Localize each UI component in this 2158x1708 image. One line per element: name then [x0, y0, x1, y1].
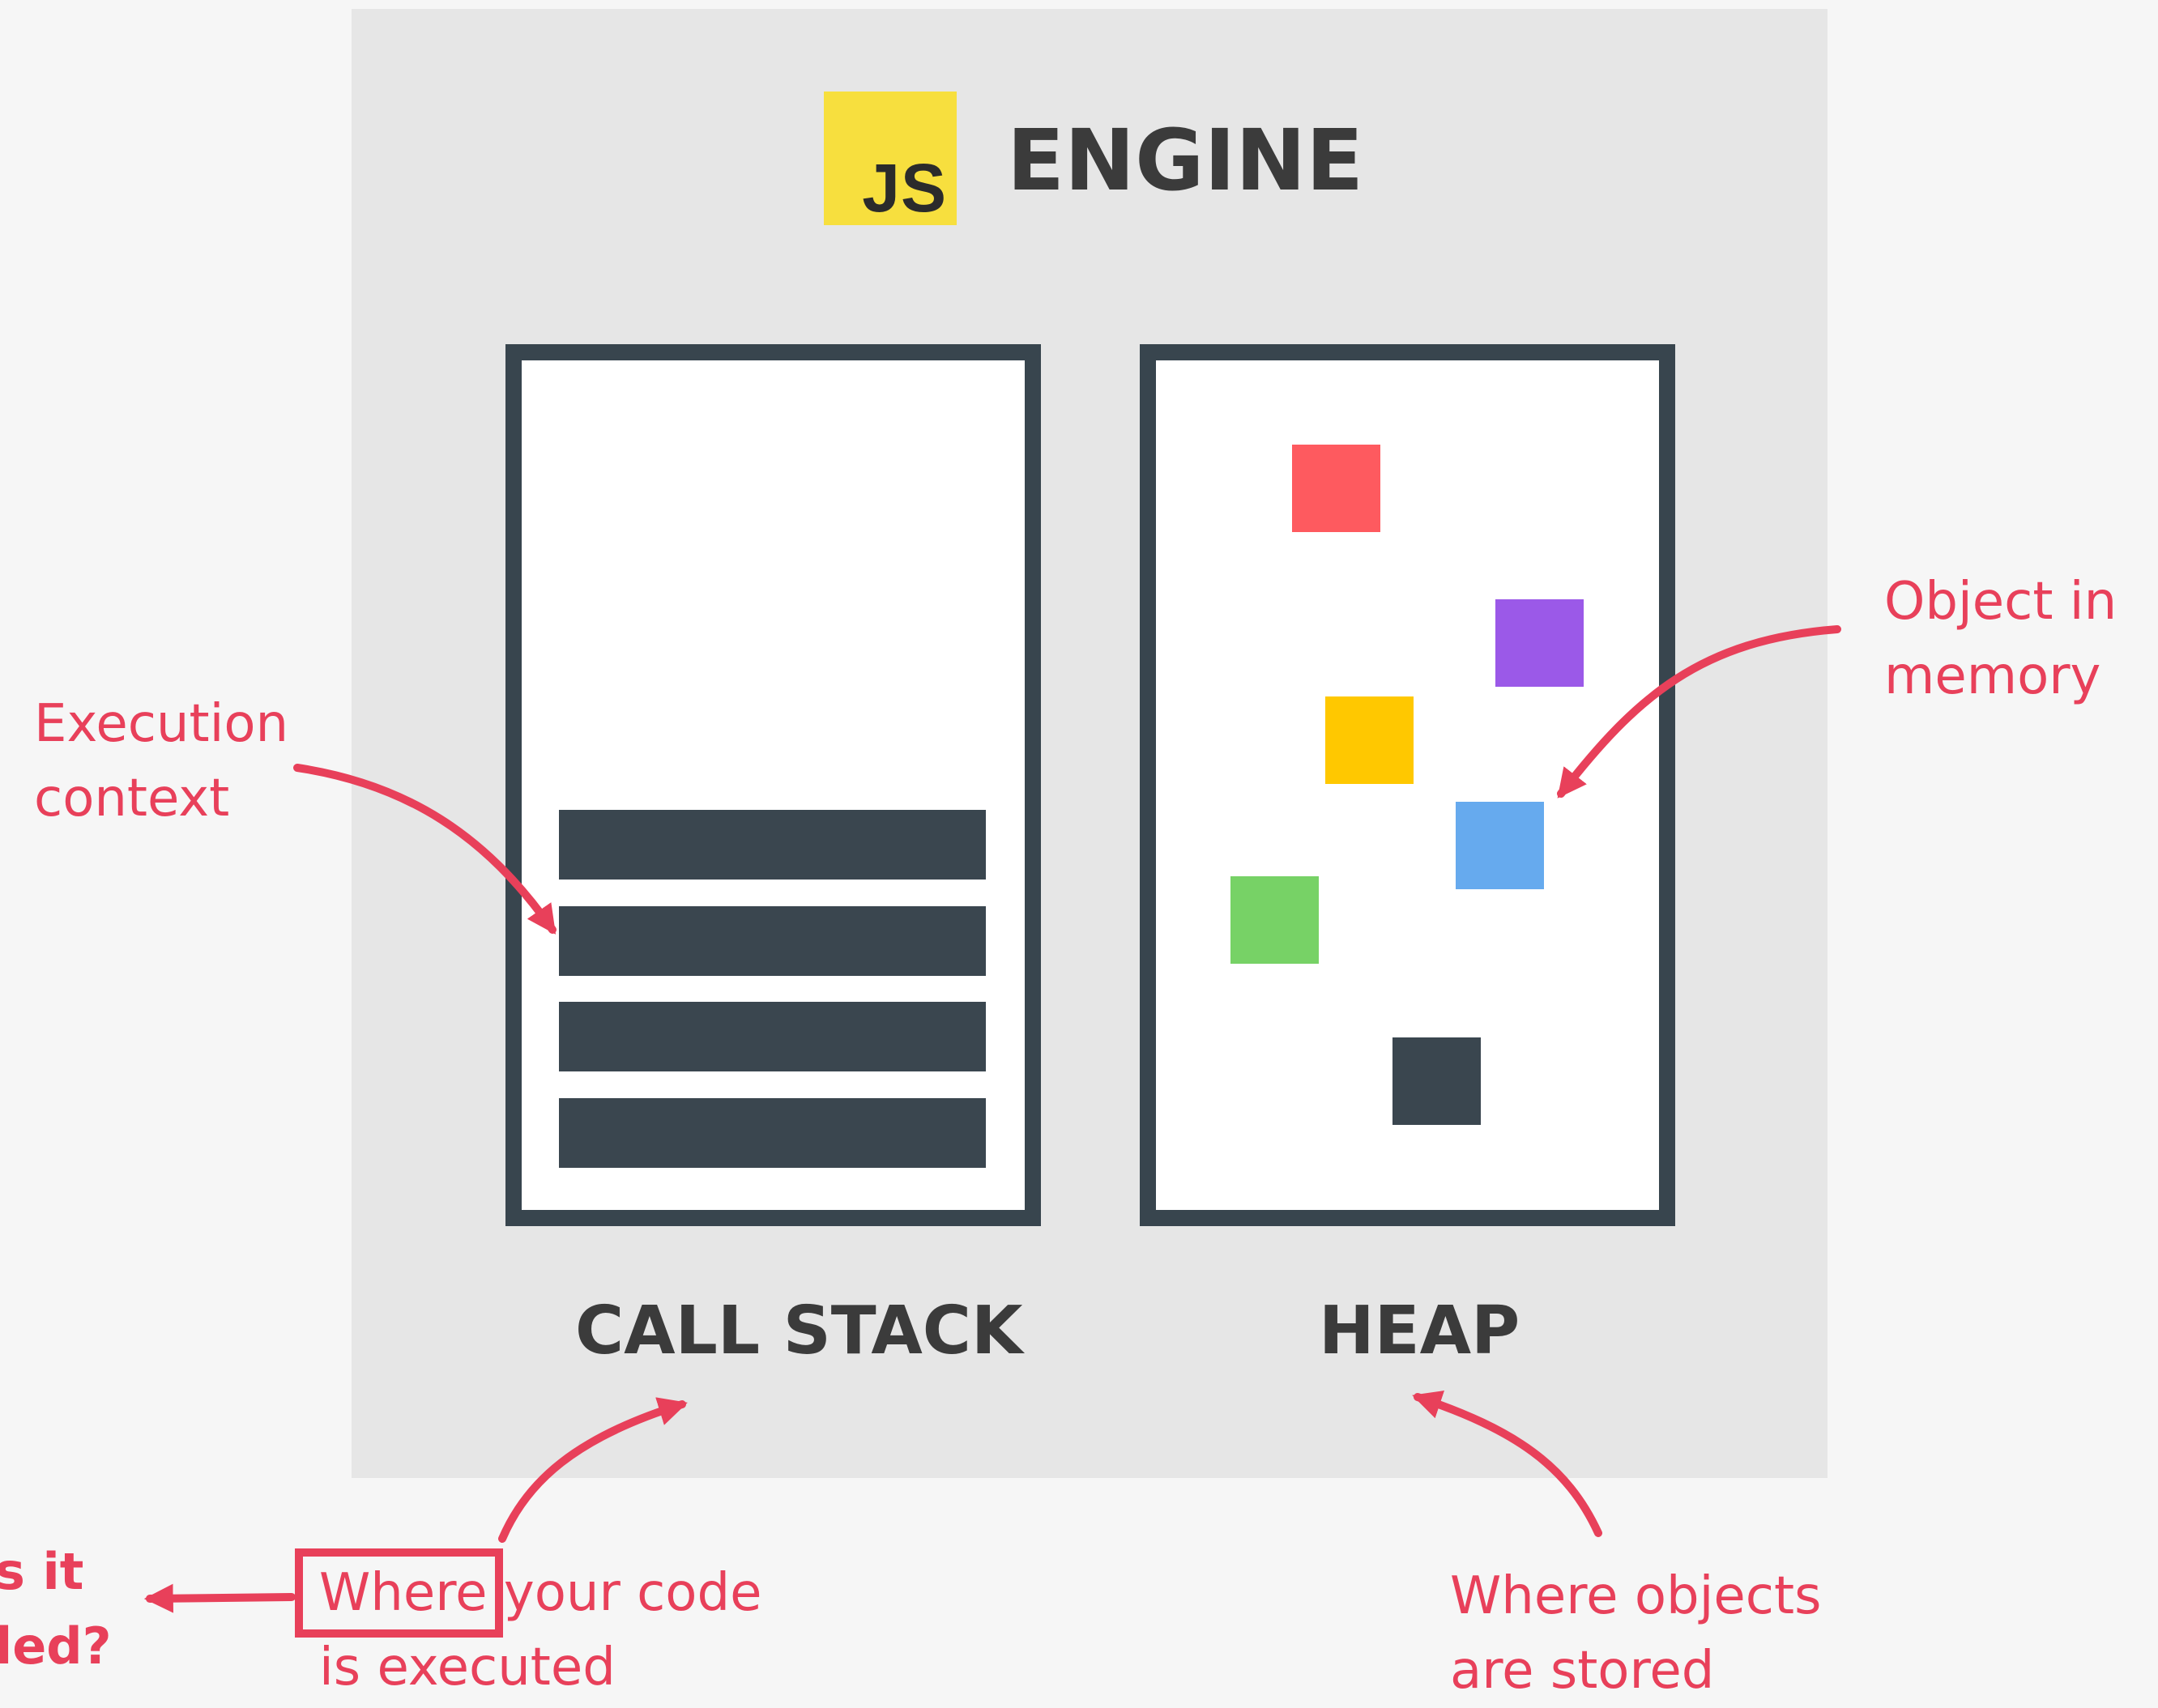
annotation-execution-context: Execution context	[34, 687, 288, 836]
heap-label: HEAP	[1319, 1293, 1520, 1369]
annotation-line: Execution	[34, 694, 289, 754]
execution-context-block	[559, 1002, 986, 1071]
arrow-left-question	[143, 1583, 296, 1613]
annotation-line: memory	[1884, 646, 2101, 706]
call-stack-label: CALL STACK	[575, 1293, 1023, 1369]
arrow-objects-stored	[1412, 1391, 1602, 1537]
annotation-line: is executed	[319, 1638, 616, 1697]
annotation-line: are stored	[1450, 1641, 1715, 1701]
execution-context-block	[559, 1098, 986, 1168]
arrow-object-in-memory	[1557, 625, 1841, 799]
annotation-object-in-memory: Object in memory	[1884, 564, 2117, 713]
annotation-line: Object in	[1884, 572, 2117, 632]
heap-object-purple	[1495, 599, 1584, 687]
annotation-line: Where objects	[1450, 1566, 1822, 1626]
heap-object-yellow	[1325, 696, 1414, 784]
annotation-left-question: s it led?	[0, 1535, 112, 1684]
js-logo-text: JS	[862, 150, 947, 226]
call-stack-box	[505, 344, 1041, 1226]
heap-object-blue	[1456, 802, 1544, 889]
execution-context-block	[559, 810, 986, 880]
arrow-code-executed	[498, 1397, 688, 1543]
heap-object-green	[1230, 876, 1319, 964]
annotation-line: led?	[0, 1616, 112, 1676]
annotation-line: context	[34, 769, 230, 828]
heap-object-red	[1292, 445, 1380, 532]
annotation-objects-stored: Where objects are stored	[1450, 1559, 1821, 1708]
annotation-line: Where your code	[319, 1563, 762, 1623]
execution-context-block	[559, 906, 986, 976]
js-logo: JS	[824, 92, 957, 225]
annotation-line: s it	[0, 1542, 84, 1601]
heap-object-dark	[1392, 1037, 1481, 1125]
engine-title: ENGINE	[1007, 111, 1364, 210]
arrow-execution-context	[293, 764, 557, 935]
highlight-box	[295, 1548, 503, 1638]
annotation-code-executed: Where your code is executed	[319, 1556, 761, 1705]
